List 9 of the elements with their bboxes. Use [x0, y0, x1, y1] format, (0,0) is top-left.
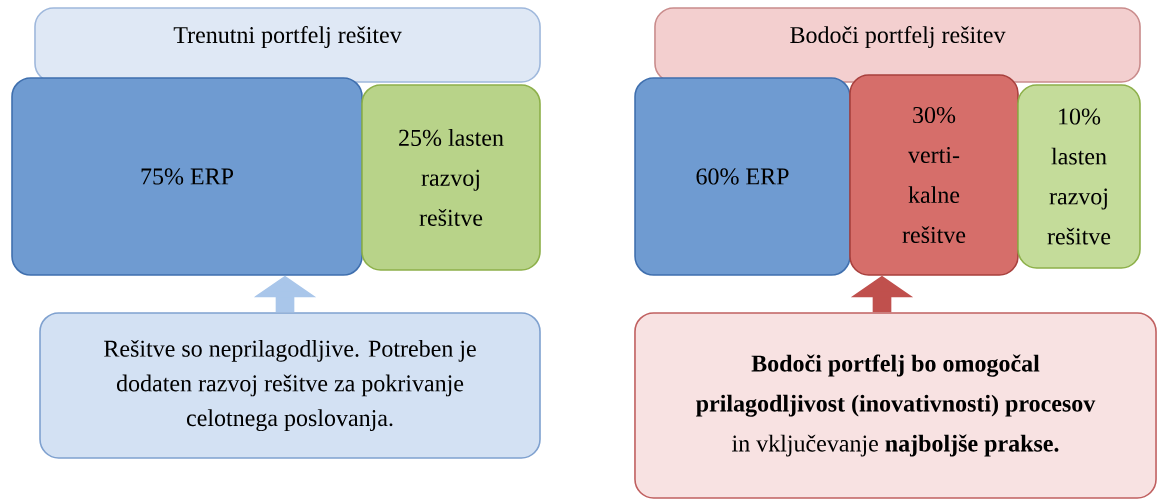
note-box: Rešitve so neprilagodljive. Potreben je dodaten razvoj rešitve za pokrivanje celotnega poslovanja. [39, 312, 541, 459]
portfolio-box: 10% lasten razvoj rešitve [1017, 84, 1141, 269]
header-tab: Bodoči portfelj rešitev [654, 7, 1141, 83]
portfolio-box: 30% verti-kalne rešitve [849, 74, 1019, 276]
note-box: Bodoči portfelj bo omogočal prilagodljivost (inovativnosti) procesov in vključevanje najboljše prakse. [634, 312, 1157, 499]
portfolio-box: 60% ERP [634, 77, 851, 276]
header-tab: Trenutni portfelj rešitev [34, 7, 541, 83]
portfolio-box: 25% lasten razvoj rešitve [361, 84, 541, 271]
portfolio-box: 75% ERP [11, 77, 363, 276]
